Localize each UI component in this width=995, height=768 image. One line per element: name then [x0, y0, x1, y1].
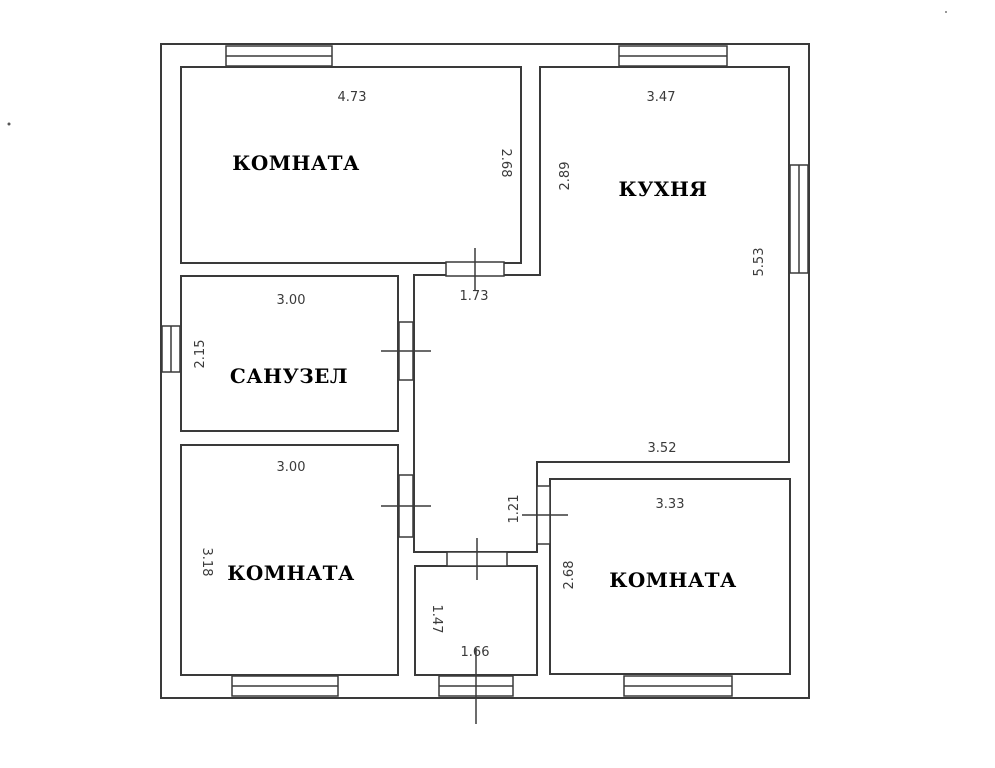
kitchen-label: КУХНЯ [619, 177, 708, 201]
dim-hallway-height: 1.21 [507, 495, 522, 524]
room-bottom-left-outline [180, 444, 399, 676]
dim-kitchen-left-height: 2.89 [558, 162, 573, 191]
room-top-left-label: КОМНАТА [232, 151, 360, 175]
dim-room-top-left-width: 4.73 [338, 90, 367, 105]
dim-kitchen-bottom-width: 3.52 [648, 441, 677, 456]
room-bottom-left-label: КОМНАТА [227, 561, 355, 585]
dim-room-top-left-height: 2.68 [498, 149, 513, 178]
dim-bathroom-width: 3.00 [277, 293, 306, 308]
dim-kitchen-top-width: 3.47 [647, 90, 676, 105]
room-bottom-right-label: КОМНАТА [609, 568, 737, 592]
dim-room-bottom-left-width: 3.00 [277, 460, 306, 475]
bathroom-label: САНУЗЕЛ [230, 364, 348, 388]
scan-speck [7, 122, 11, 126]
dim-room-bottom-left-height: 3.18 [199, 548, 214, 577]
dim-vestibule-width: 1.66 [461, 645, 490, 660]
outer-wall [160, 43, 810, 699]
dim-kitchen-right-height: 5.53 [752, 248, 767, 277]
dim-vestibule-height: 1.47 [429, 605, 444, 634]
bathroom-outline [180, 275, 399, 432]
room-bottom-right-outline [549, 478, 791, 675]
room-top-left-outline [180, 66, 522, 264]
dim-bathroom-height: 2.15 [193, 340, 208, 369]
doors [381, 248, 568, 724]
dim-room-bottom-right-height: 2.68 [562, 561, 577, 590]
scan-speck [945, 11, 947, 13]
windows [161, 45, 809, 697]
dim-room-bottom-right-width: 3.33 [656, 497, 685, 512]
dim-hallway-width: 1.73 [460, 289, 489, 304]
